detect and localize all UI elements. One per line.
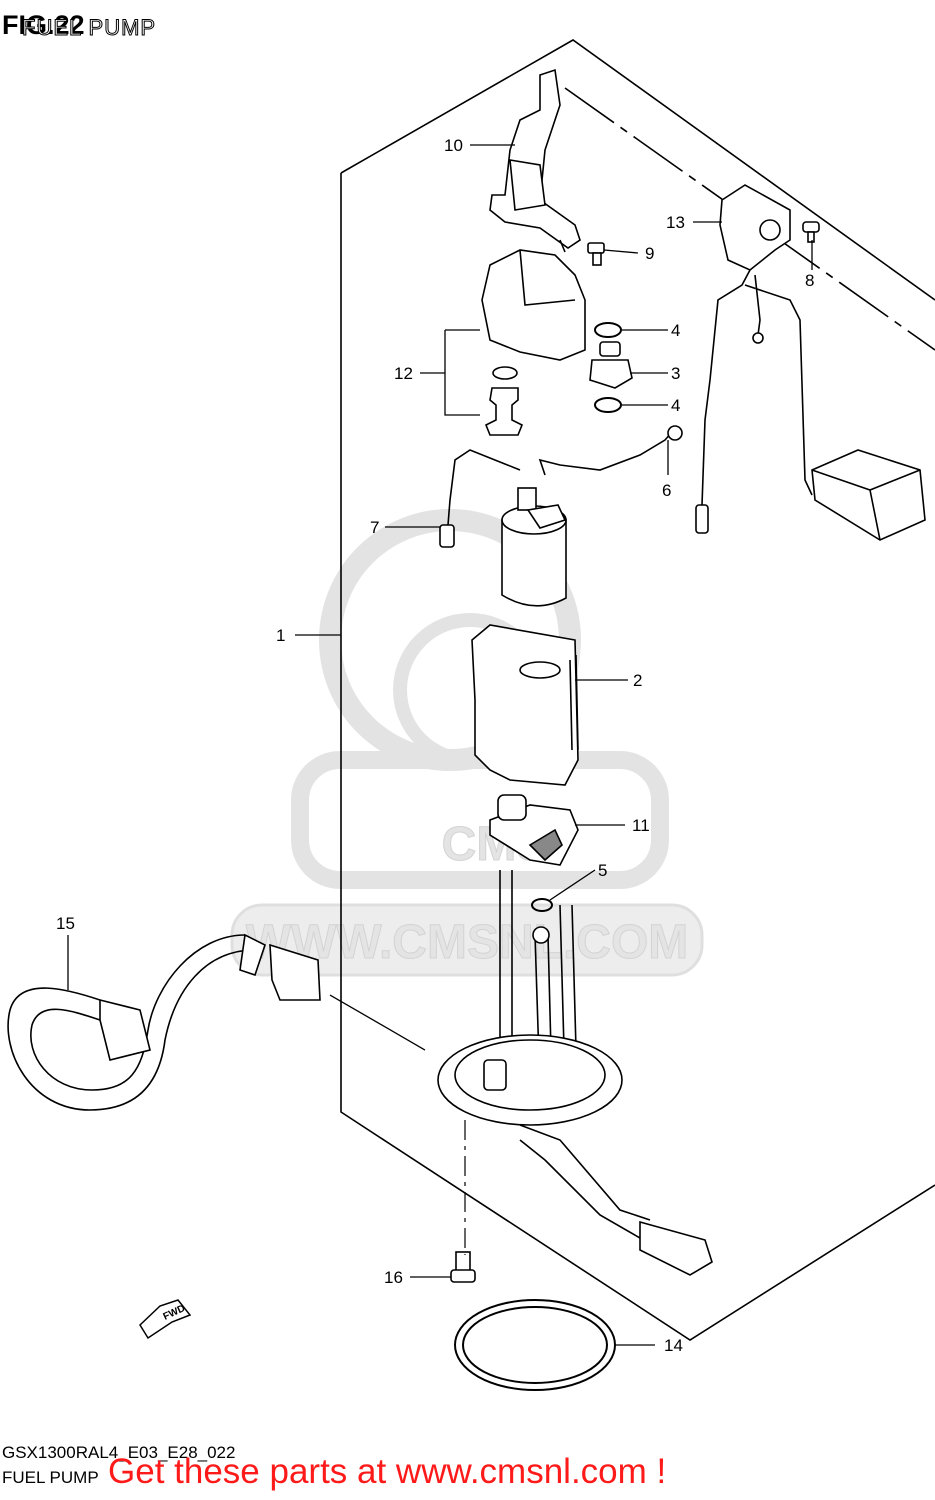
figure-title: FIG.22 xyxy=(2,10,85,40)
callout-13: 13 xyxy=(666,213,685,232)
callout-10: 10 xyxy=(444,136,463,155)
part-3-valve xyxy=(589,341,633,389)
pump-base-plate xyxy=(437,870,713,1276)
o-ring-4-upper xyxy=(594,322,622,338)
callout-16: 16 xyxy=(384,1268,403,1287)
gasket-14 xyxy=(454,1299,616,1391)
bracket-part xyxy=(489,68,581,253)
callout-3: 3 xyxy=(671,364,680,383)
callout-14: 14 xyxy=(664,1336,683,1355)
callout-6: 6 xyxy=(662,481,671,500)
callout-labels: 1 2 3 4 4 5 6 7 8 9 10 11 12 13 14 15 16 xyxy=(56,136,814,1355)
callout-9: 9 xyxy=(645,244,654,263)
callout-1: 1 xyxy=(276,626,285,645)
bolt-9 xyxy=(587,242,605,266)
pump-holder xyxy=(471,624,579,786)
watermark-logo: CMS WWW.CMSNL.COM xyxy=(230,509,704,977)
callout-leaders xyxy=(67,144,813,1346)
callout-4-upper: 4 xyxy=(671,321,680,340)
fuel-filter xyxy=(489,794,579,866)
callout-2: 2 xyxy=(633,671,642,690)
assembly-boundary xyxy=(340,39,935,1341)
callout-11: 11 xyxy=(632,816,650,835)
fuel-pump-motor xyxy=(501,487,567,607)
screw-8 xyxy=(802,221,820,243)
figure-subtitle: FUEL PUMP xyxy=(21,15,157,41)
fuel-hose xyxy=(7,933,321,1111)
footer-model-code: GSX1300RAL4_E03_E28_022 xyxy=(2,1443,236,1462)
fuel-level-sensor xyxy=(695,184,926,541)
callout-5: 5 xyxy=(598,861,607,880)
promo-link[interactable]: Get these parts at www.cmsnl.com ! xyxy=(108,1452,667,1491)
fwd-direction-arrow: FWD xyxy=(139,1299,192,1340)
wire-leads xyxy=(439,425,683,548)
bolt-16 xyxy=(450,1251,476,1283)
callout-7: 7 xyxy=(370,518,379,537)
o-ring-5 xyxy=(531,898,553,912)
o-ring-4-lower xyxy=(594,397,622,413)
watermark-url: WWW.CMSNL.COM xyxy=(246,916,689,969)
callout-4-lower: 4 xyxy=(671,396,680,415)
callout-12: 12 xyxy=(394,364,413,383)
footer-section-name: FUEL PUMP xyxy=(2,1468,99,1487)
regulator-housing xyxy=(481,249,586,436)
callout-15: 15 xyxy=(56,914,75,933)
callout-8: 8 xyxy=(805,271,814,290)
